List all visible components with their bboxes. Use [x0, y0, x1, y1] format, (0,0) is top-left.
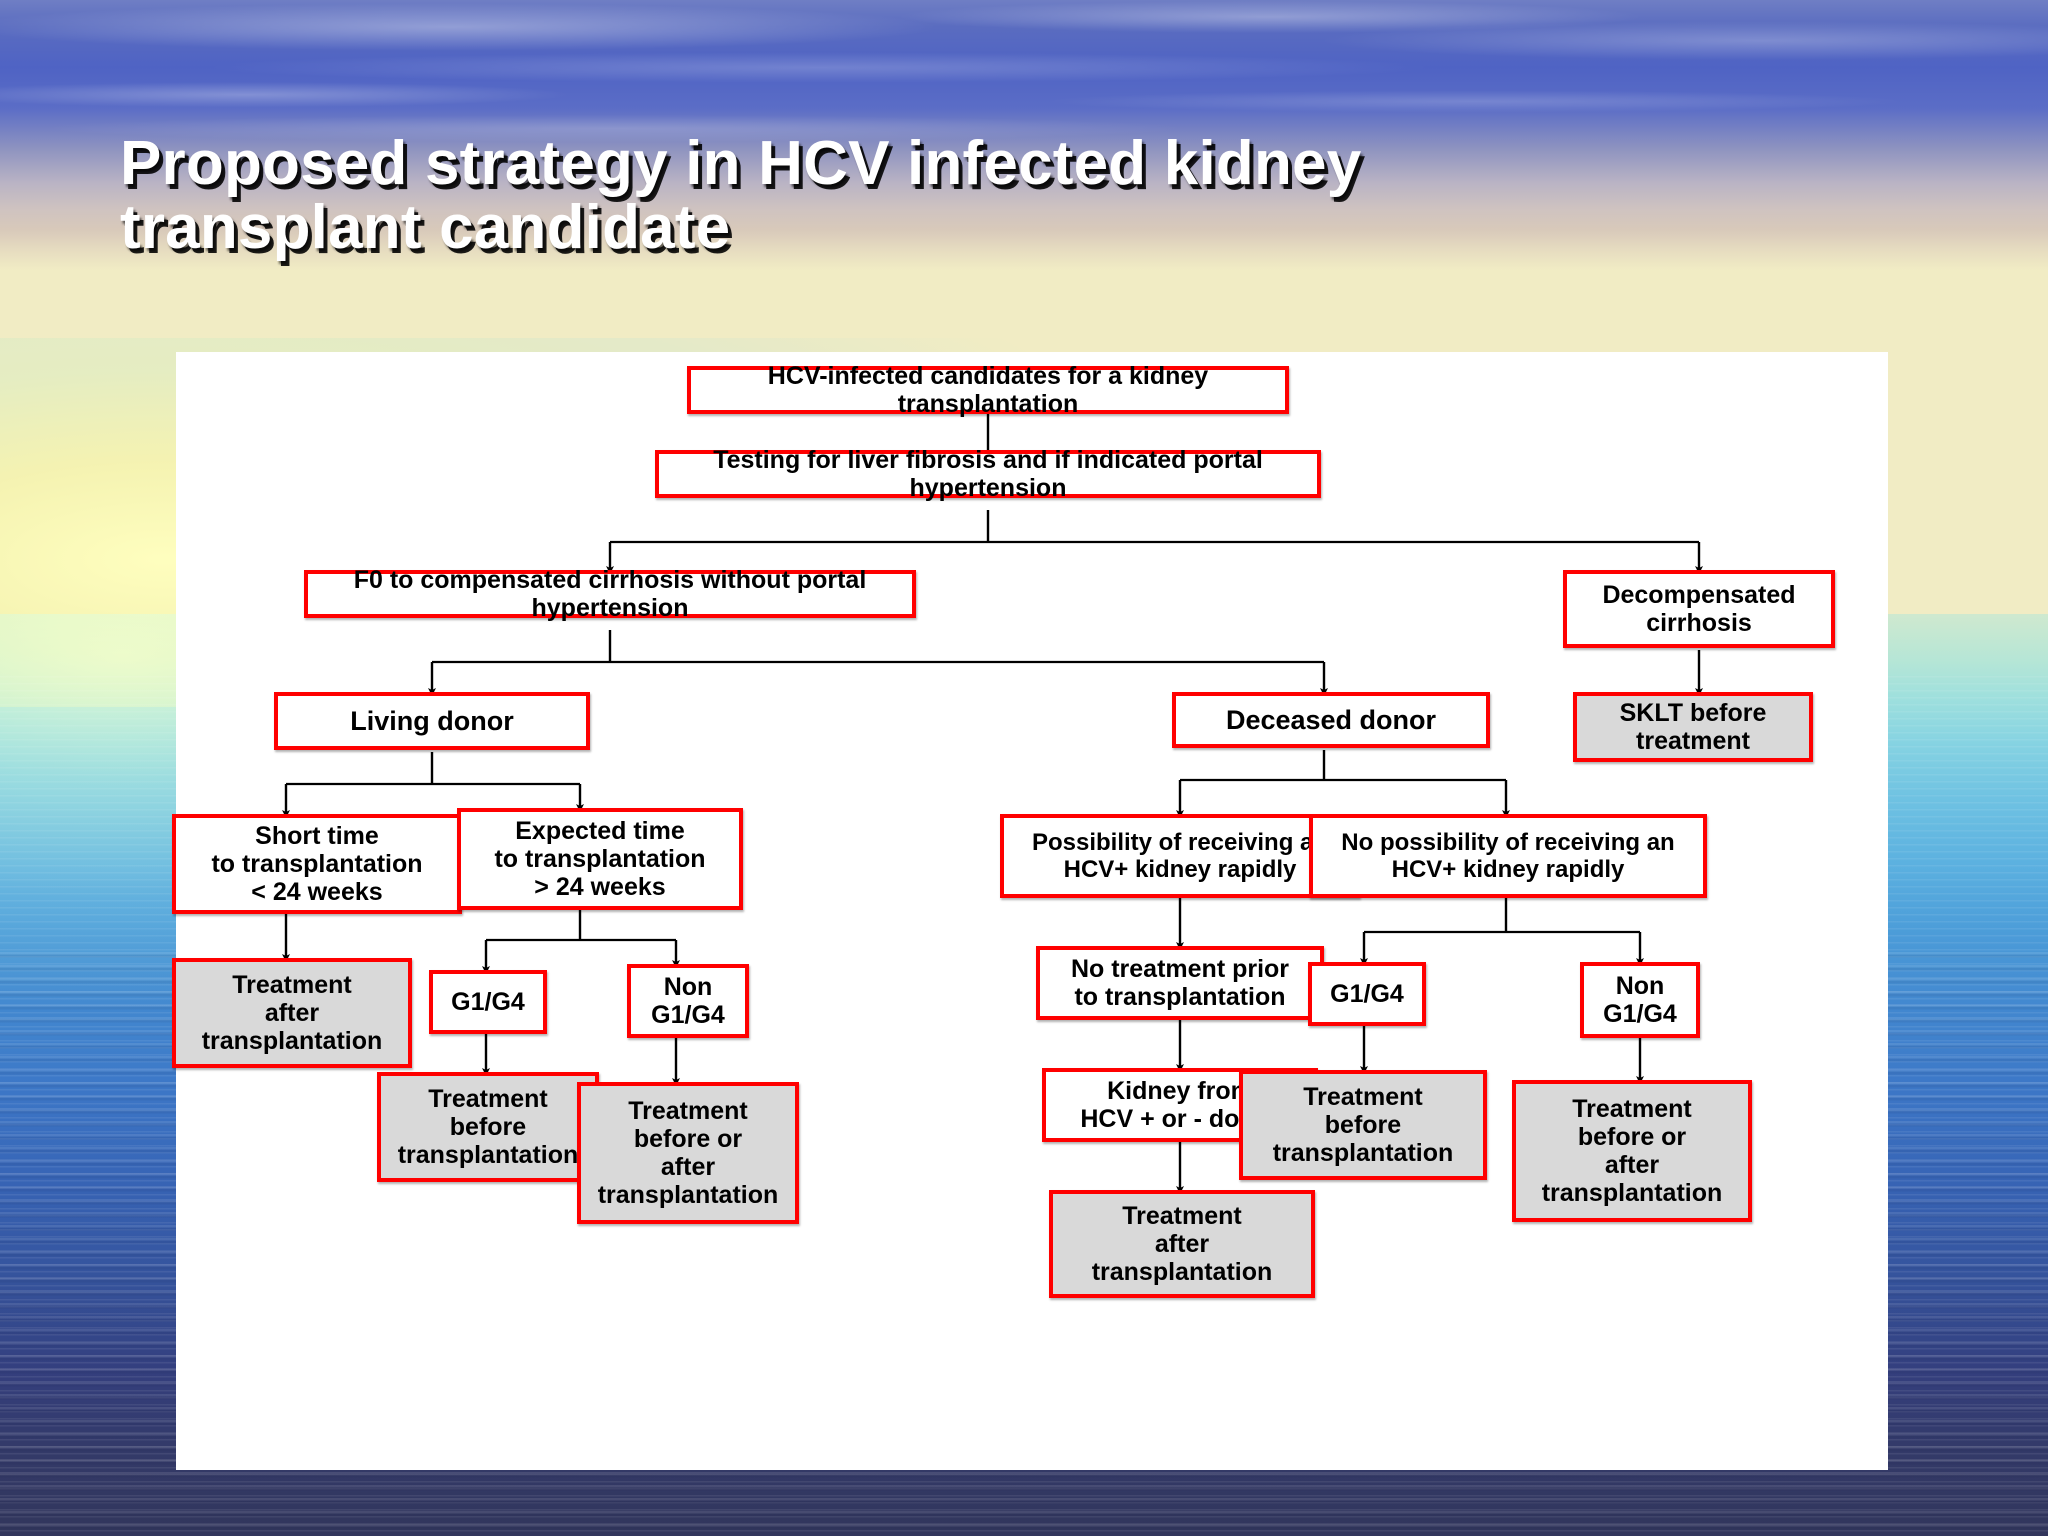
node-treatment-before-transplantation-living[interactable]: Treatment before transplantation [377, 1072, 599, 1182]
flowchart-panel: HCV-infected candidates for a kidney tra… [172, 352, 1888, 1470]
node-short-time-to-transplantation[interactable]: Short time to transplantation < 24 weeks [172, 814, 462, 914]
node-possibility-hcv-kidney-rapidly[interactable]: Possibility of receiving an HCV+ kidney … [1000, 814, 1360, 898]
node-non-g1-g4-living[interactable]: Non G1/G4 [627, 964, 749, 1038]
node-no-treatment-prior-to-transplantation[interactable]: No treatment prior to transplantation [1036, 946, 1324, 1020]
node-non-g1-g4-deceased[interactable]: Non G1/G4 [1580, 962, 1700, 1038]
node-f0-compensated-cirrhosis[interactable]: F0 to compensated cirrhosis without port… [304, 566, 916, 622]
node-no-possibility-hcv-kidney-rapidly[interactable]: No possibility of receiving an HCV+ kidn… [1309, 814, 1707, 898]
node-treatment-after-transplantation-living[interactable]: Treatment after transplantation [172, 958, 412, 1068]
node-hcv-infected-candidates[interactable]: HCV-infected candidates for a kidney tra… [687, 362, 1289, 418]
node-deceased-donor[interactable]: Deceased donor [1172, 692, 1490, 748]
node-treatment-before-or-after-transplantation-deceased[interactable]: Treatment before or after transplantatio… [1512, 1080, 1752, 1222]
node-sklt-before-treatment[interactable]: SKLT before treatment [1573, 692, 1813, 762]
node-living-donor[interactable]: Living donor [274, 692, 590, 750]
node-treatment-after-transplantation-deceased[interactable]: Treatment after transplantation [1049, 1190, 1315, 1298]
node-testing-liver-fibrosis[interactable]: Testing for liver fibrosis and if indica… [655, 446, 1321, 502]
node-decompensated-cirrhosis[interactable]: Decompensated cirrhosis [1563, 570, 1835, 648]
flowchart-connectors [282, 414, 1703, 1194]
node-treatment-before-or-after-transplantation-living[interactable]: Treatment before or after transplantatio… [577, 1082, 799, 1224]
node-expected-time-to-transplantation[interactable]: Expected time to transplantation > 24 we… [457, 808, 743, 910]
node-g1-g4-deceased[interactable]: G1/G4 [1308, 962, 1426, 1026]
flowchart: HCV-infected candidates for a kidney tra… [172, 352, 1888, 1470]
slide-title: Proposed strategy in HCV infected kidney… [120, 129, 1362, 263]
node-g1-g4-living[interactable]: G1/G4 [429, 970, 547, 1034]
node-treatment-before-transplantation-deceased[interactable]: Treatment before transplantation [1239, 1070, 1487, 1180]
